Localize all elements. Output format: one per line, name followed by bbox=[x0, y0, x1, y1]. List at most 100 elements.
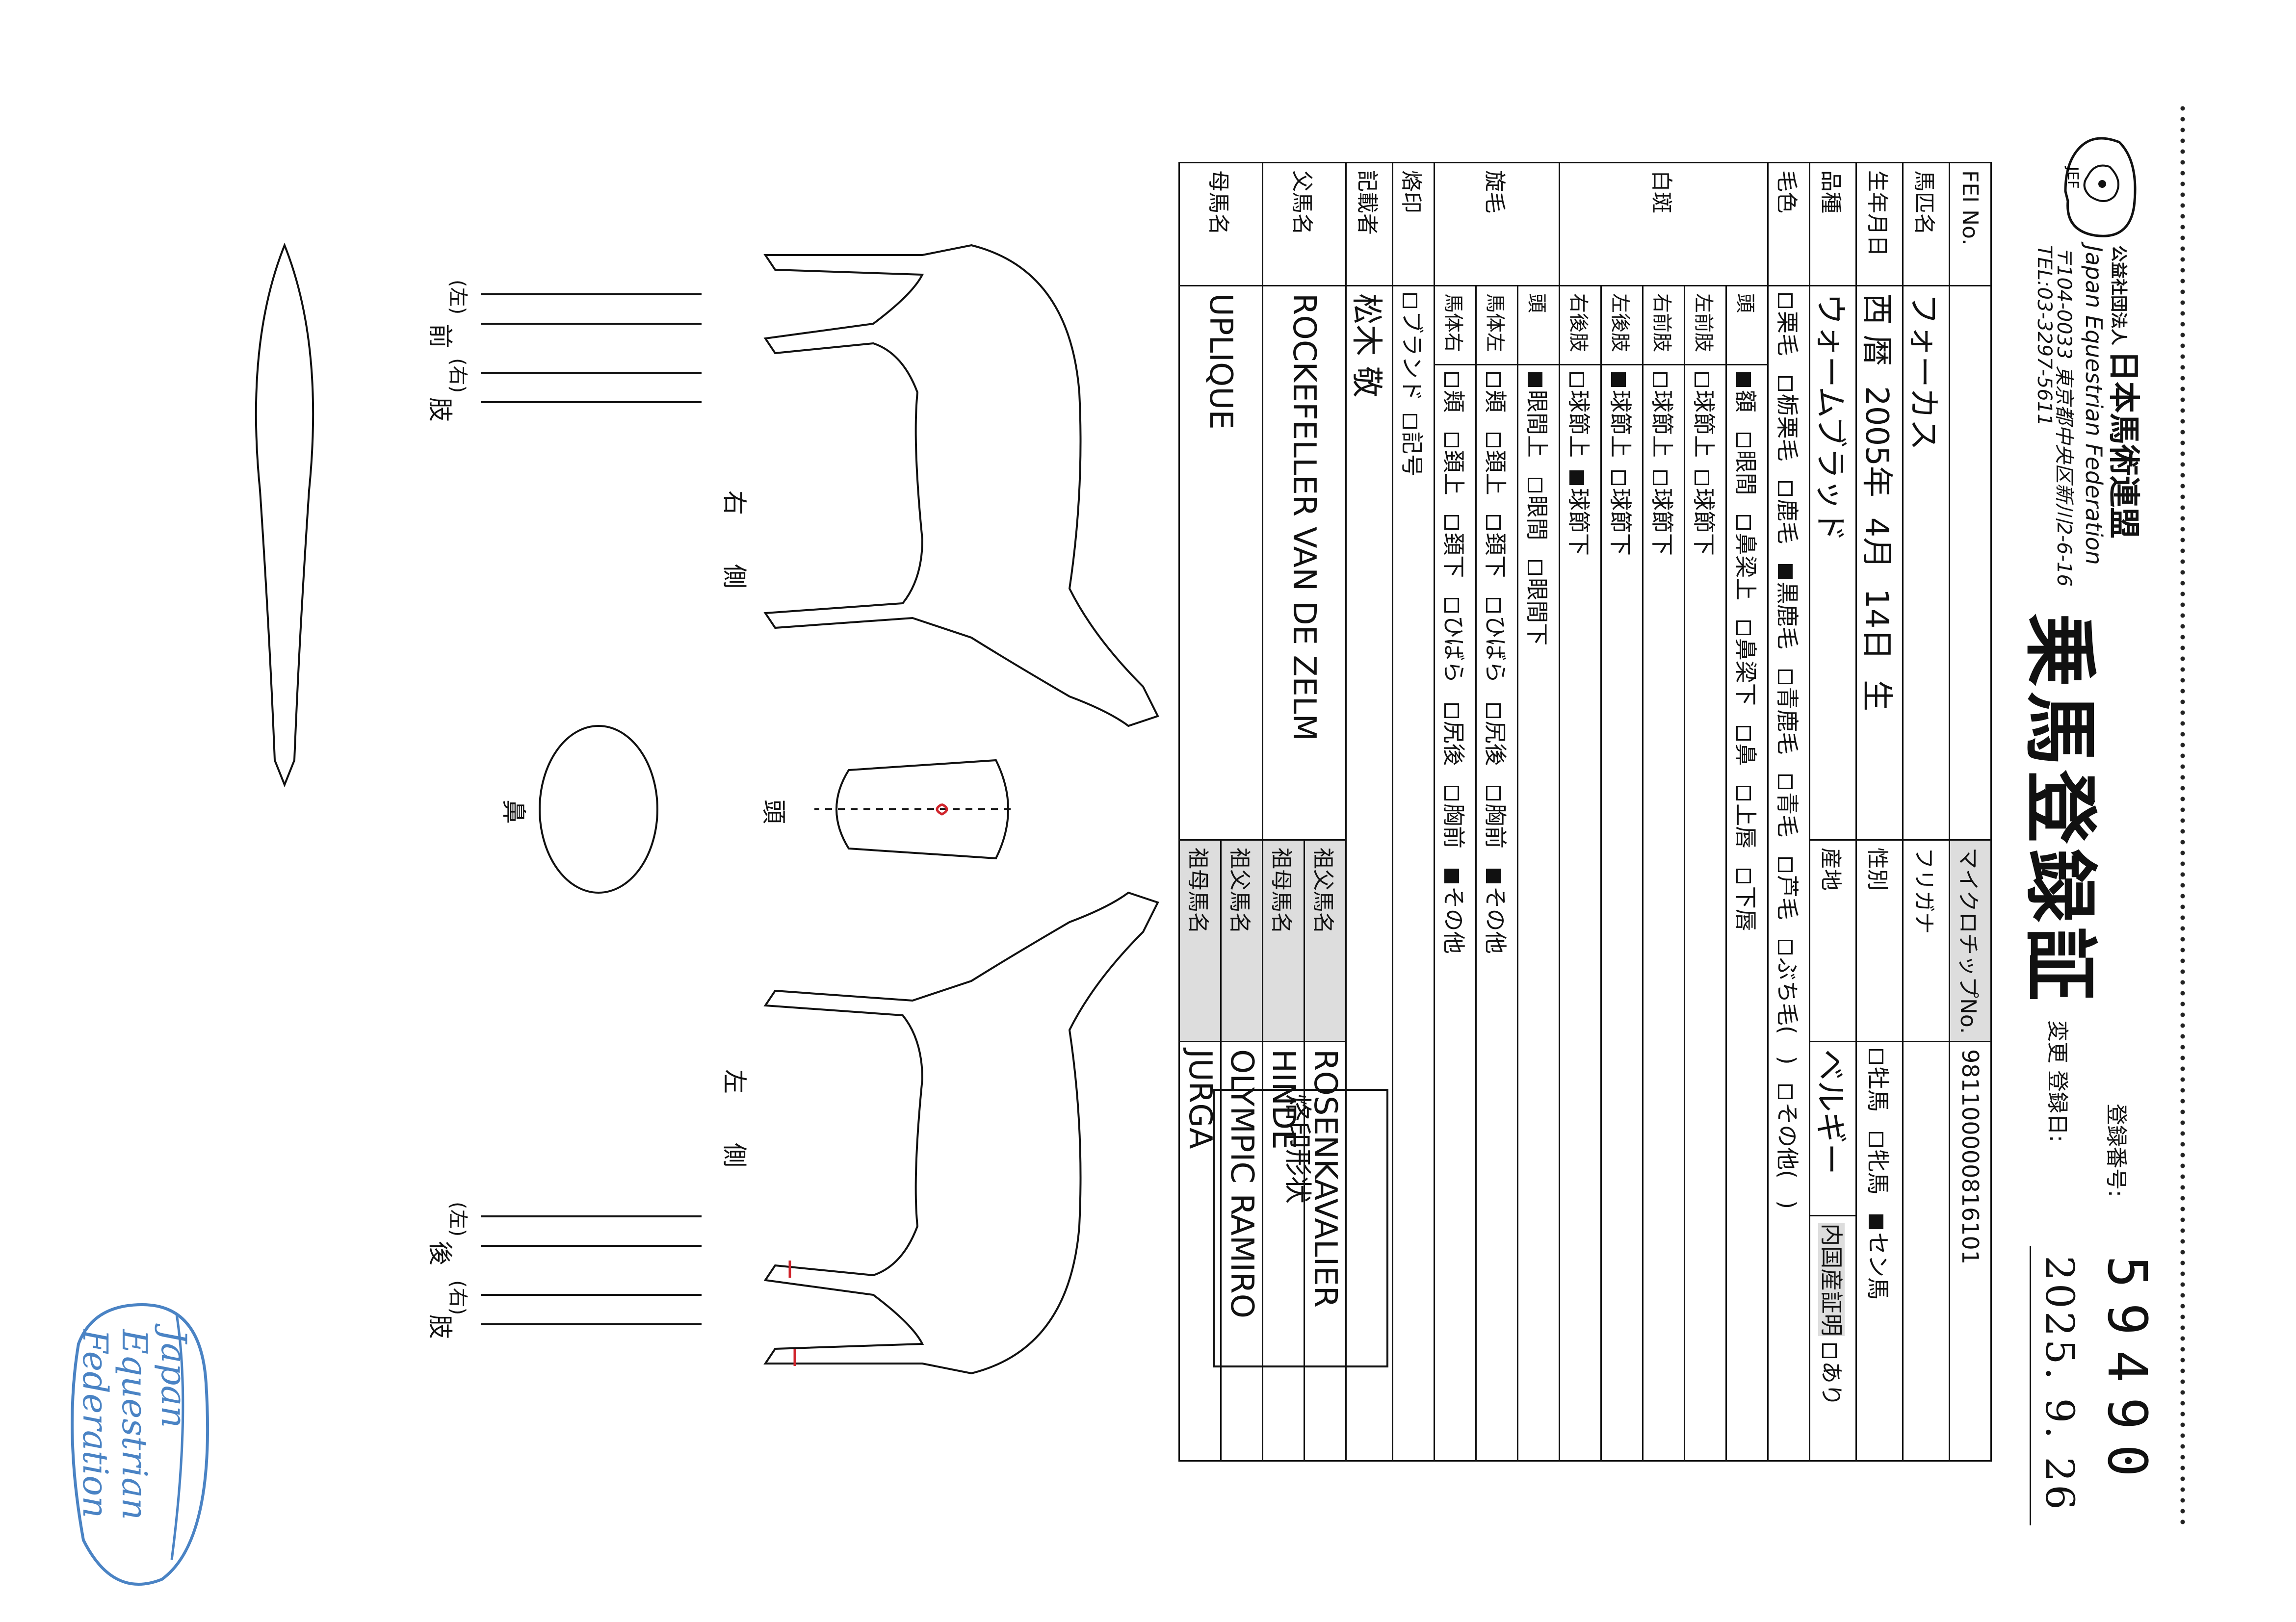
svg-text:Japan: Japan bbox=[154, 1323, 194, 1428]
table-row: 馬体右 頬 頚上 頚下 ひばら 尻後 胸前 その他 bbox=[1434, 163, 1476, 1461]
document-title: 乗馬登録証 bbox=[2017, 613, 2102, 1006]
checkbox-icon bbox=[1653, 470, 1668, 485]
registration-date-label: 変更 登録日: bbox=[2045, 1020, 2070, 1142]
forehead-marking-icon bbox=[936, 803, 948, 816]
coat-color-label: 毛色 bbox=[1768, 162, 1810, 286]
checkbox-icon bbox=[1611, 470, 1626, 485]
sex-option-mare: 牝馬 bbox=[1865, 1132, 1891, 1195]
table-row: 生年月日 西 暦 2005年 4月 14日 生 性別 牡馬 牝馬 セン馬 bbox=[1856, 162, 1903, 1461]
checkbox-icon bbox=[1444, 515, 1459, 530]
origin-label: 産地 bbox=[1809, 840, 1856, 1042]
dotted-border bbox=[2178, 103, 2187, 1525]
table-row: 馬体左 頬 頚上 頚下 ひばら 尻後 胸前 その他 bbox=[1476, 163, 1518, 1461]
organization-english-name: Japan Equestrian Federation bbox=[2081, 245, 2107, 565]
sex-option-gelding: セン馬 bbox=[1865, 1214, 1891, 1300]
svg-text:左 側: 左 側 bbox=[720, 1069, 749, 1167]
fei-number-value bbox=[1949, 285, 1991, 840]
birth-date-value: 西 暦 2005年 4月 14日 生 bbox=[1856, 285, 1903, 840]
registration-number-value: 59490 bbox=[2096, 1256, 2159, 1492]
furigana-value bbox=[1903, 1041, 1950, 1461]
checked-checkbox-icon bbox=[1869, 1214, 1883, 1230]
checkbox-icon bbox=[1444, 432, 1459, 447]
checkbox-icon bbox=[1736, 432, 1751, 447]
furigana-label: フリガナ bbox=[1903, 840, 1950, 1042]
checkbox-icon bbox=[1695, 470, 1709, 485]
checkbox-icon bbox=[1736, 515, 1751, 530]
checkbox-icon bbox=[1403, 414, 1417, 429]
checkbox-icon bbox=[1486, 703, 1501, 718]
svg-text:前 肢: 前 肢 bbox=[426, 324, 454, 422]
table-row: 右後肢 球節上球節下 bbox=[1559, 163, 1601, 1461]
checkbox-icon bbox=[1778, 376, 1793, 391]
svg-text:(左): (左) bbox=[446, 1202, 469, 1236]
table-row: 右前肢 球節上球節下 bbox=[1643, 163, 1685, 1461]
paternal-grandsire-label: 祖父馬名 bbox=[1304, 840, 1346, 1042]
coat-color-options: 栗毛 栃栗毛 鹿毛 黒鹿毛 青鹿毛 青毛 芦毛 ぶち毛( ) その他( ) bbox=[1768, 285, 1810, 1461]
breed-label: 品種 bbox=[1809, 162, 1856, 286]
checkbox-icon bbox=[1778, 774, 1793, 790]
checkbox-icon bbox=[1778, 481, 1793, 496]
table-row: 旋毛 頭 眼間上 眼間 眼間下 bbox=[1434, 162, 1560, 1461]
checkbox-icon bbox=[1778, 293, 1793, 308]
front-legs-icon bbox=[481, 293, 702, 403]
breed-value: ウォームブラッド bbox=[1809, 285, 1856, 840]
table-row: 品種 ウォームブラッド 産地 ベルギー 内国産証明 あり bbox=[1809, 162, 1856, 1461]
sex-options: 牡馬 牝馬 セン馬 bbox=[1856, 1041, 1903, 1461]
horse-nose-icon bbox=[539, 725, 658, 894]
svg-text:(右): (右) bbox=[446, 358, 469, 393]
microchip-label: マイクロチップNo. bbox=[1949, 840, 1991, 1042]
table-row: 烙印 ブランド記号 bbox=[1392, 162, 1435, 1461]
svg-text:頭: 頭 bbox=[759, 799, 788, 824]
origin-value: ベルギー bbox=[1809, 1041, 1856, 1216]
checkbox-icon bbox=[1444, 703, 1459, 718]
checkbox-icon bbox=[1486, 786, 1501, 801]
checked-checkbox-icon bbox=[1569, 470, 1584, 485]
svg-text:右 側: 右 側 bbox=[720, 490, 749, 589]
checkbox-icon bbox=[1486, 515, 1501, 530]
checkbox-icon bbox=[1778, 940, 1793, 955]
checked-checkbox-icon bbox=[1444, 868, 1459, 883]
table-row: 白斑 頭 額 眼間 鼻梁上 鼻梁下 鼻 上唇 下唇 bbox=[1559, 162, 1768, 1461]
organization-name-text: 日本馬術連盟 bbox=[2105, 350, 2141, 539]
organization-prefix: 公益社団法人 bbox=[2109, 245, 2128, 345]
fei-number-label: FEI No. bbox=[1949, 162, 1991, 286]
table-row: FEI No. マイクロチップNo. 981100000816101 bbox=[1949, 162, 1991, 1461]
registration-number-label: 登録番号: bbox=[2104, 1104, 2129, 1197]
svg-text:鼻: 鼻 bbox=[499, 799, 528, 824]
table-row: 馬匹名 フォーカス フリガナ bbox=[1903, 162, 1950, 1461]
organization-telephone: TEL:03-3297-5611 bbox=[2033, 245, 2056, 426]
checkbox-icon bbox=[1778, 1084, 1793, 1100]
checkbox-icon bbox=[1444, 597, 1459, 613]
checkbox-icon bbox=[1486, 432, 1501, 447]
table-row: 左後肢 球節上球節下 bbox=[1601, 163, 1643, 1461]
maternal-grandsire-label: 祖父馬名 bbox=[1221, 840, 1263, 1042]
checked-checkbox-icon bbox=[1528, 372, 1542, 387]
sire-value: ROCKEFELLER VAN DE ZELM bbox=[1262, 285, 1346, 840]
jef-seal-stamp: Japan Equestrian Federation bbox=[71, 1303, 209, 1586]
svg-text:(右): (右) bbox=[446, 1280, 469, 1315]
right-side-horse-icon bbox=[763, 244, 1159, 727]
horse-top-view-icon bbox=[255, 242, 314, 788]
svg-text:(左): (左) bbox=[446, 280, 469, 314]
jef-logo-icon: JEF bbox=[2064, 137, 2137, 237]
svg-text:Federation: Federation bbox=[75, 1328, 115, 1518]
checkbox-icon bbox=[1653, 372, 1668, 387]
registration-date-underline bbox=[2030, 1246, 2031, 1525]
checkbox-icon bbox=[1403, 293, 1417, 308]
checkbox-icon bbox=[1486, 597, 1501, 613]
organization-address: 〒104-0033 東京都中央区新川2-6-16 bbox=[2053, 245, 2075, 587]
horse-head-front-icon bbox=[835, 759, 1009, 860]
checked-checkbox-icon bbox=[1778, 564, 1793, 579]
checkbox-icon bbox=[1444, 372, 1459, 387]
brand-label: 烙印 bbox=[1392, 162, 1435, 286]
checkbox-icon bbox=[1444, 786, 1459, 801]
checkbox-icon bbox=[1869, 1132, 1883, 1147]
checkbox-icon bbox=[1528, 477, 1542, 492]
brand-shape-label: 烙印形状 bbox=[1281, 1094, 1313, 1204]
svg-text:Equestrian: Equestrian bbox=[114, 1328, 155, 1520]
horse-name-value: フォーカス bbox=[1903, 285, 1950, 840]
hind-legs-icon bbox=[481, 1215, 702, 1325]
checked-checkbox-icon bbox=[1486, 868, 1501, 883]
